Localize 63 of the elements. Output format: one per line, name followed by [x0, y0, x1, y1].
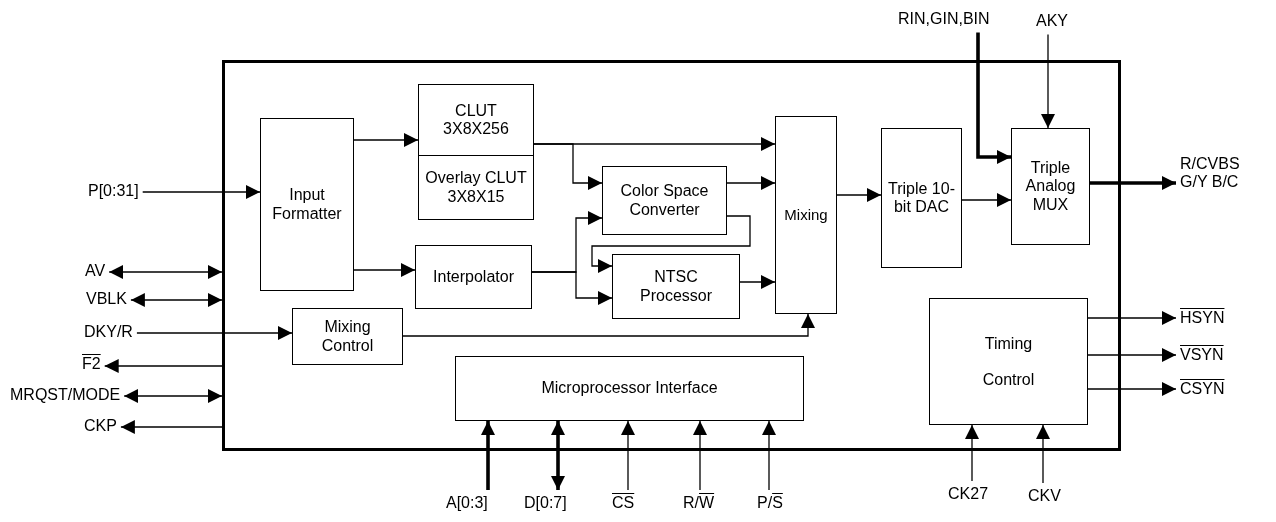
- function-block: Overlay CLUT 3X8X15: [418, 155, 534, 220]
- signal-label: R/W: [683, 494, 715, 513]
- arrow: [1087, 382, 1177, 396]
- signal-label: CSYN: [1180, 380, 1225, 399]
- chip-outline: [222, 60, 1121, 451]
- arrow: [693, 420, 707, 491]
- signal-label: AKY: [1036, 12, 1068, 31]
- arrow: [739, 275, 776, 289]
- arrow: [136, 326, 293, 340]
- signal-label: VBLK: [86, 290, 127, 309]
- arrow: [142, 185, 261, 199]
- arrow: [726, 176, 776, 190]
- arrow: [120, 420, 223, 434]
- arrow: [961, 193, 1012, 207]
- signal-label: HSYN: [1180, 309, 1225, 328]
- signal-label: AV: [85, 262, 106, 281]
- arrow: [533, 143, 603, 190]
- arrow: [402, 313, 815, 337]
- function-block: Input Formatter: [260, 118, 354, 291]
- function-block: CLUT 3X8X256: [418, 84, 534, 156]
- function-block: Interpolator: [415, 245, 532, 309]
- signal-label: A[0:3]: [446, 494, 488, 513]
- signal-label: D[0:7]: [524, 494, 567, 513]
- arrow: [1041, 33, 1055, 129]
- signal-label: P[0:31]: [88, 182, 139, 201]
- arrow: [108, 265, 223, 279]
- signal-label: R/CVBS G/Y B/C: [1180, 155, 1240, 192]
- arrow: [976, 32, 1011, 164]
- signal-label: VSYN: [1180, 346, 1224, 365]
- arrow: [621, 420, 635, 491]
- arrow: [762, 420, 776, 491]
- arrow: [1087, 348, 1177, 362]
- function-block: Timing Control: [929, 298, 1088, 425]
- arrow: [481, 421, 495, 490]
- signal-label: MRQST/MODE: [10, 386, 121, 405]
- arrow: [1087, 311, 1177, 325]
- signal-label: CKP: [84, 417, 117, 436]
- signal-label: P/S: [757, 494, 783, 513]
- arrow: [104, 359, 223, 373]
- signal-label: CS: [612, 494, 635, 513]
- function-block: Triple Analog MUX: [1011, 128, 1090, 245]
- arrow: [1090, 176, 1176, 190]
- arrow: [836, 188, 882, 202]
- function-block: NTSC Processor: [612, 254, 740, 319]
- function-block: Mixing Control: [292, 308, 403, 365]
- signal-label: F2: [82, 355, 101, 374]
- signal-label: RIN,GIN,BIN: [898, 10, 990, 29]
- arrow: [965, 424, 979, 482]
- arrow: [123, 389, 223, 403]
- arrow: [591, 215, 751, 273]
- arrow: [353, 263, 416, 277]
- function-block: Color Space Converter: [602, 166, 727, 235]
- arrow: [1036, 424, 1050, 484]
- function-block: Mixing: [775, 116, 837, 314]
- arrow: [551, 421, 565, 490]
- function-block: Microprocessor Interface: [455, 356, 804, 421]
- signal-label: CK27: [948, 485, 989, 504]
- arrow: [353, 133, 419, 147]
- arrow: [531, 271, 613, 305]
- function-block: Triple 10-bit DAC: [881, 128, 962, 268]
- signal-label: DKY/R: [84, 323, 133, 342]
- arrow: [130, 293, 223, 307]
- signal-label: CKV: [1028, 487, 1061, 506]
